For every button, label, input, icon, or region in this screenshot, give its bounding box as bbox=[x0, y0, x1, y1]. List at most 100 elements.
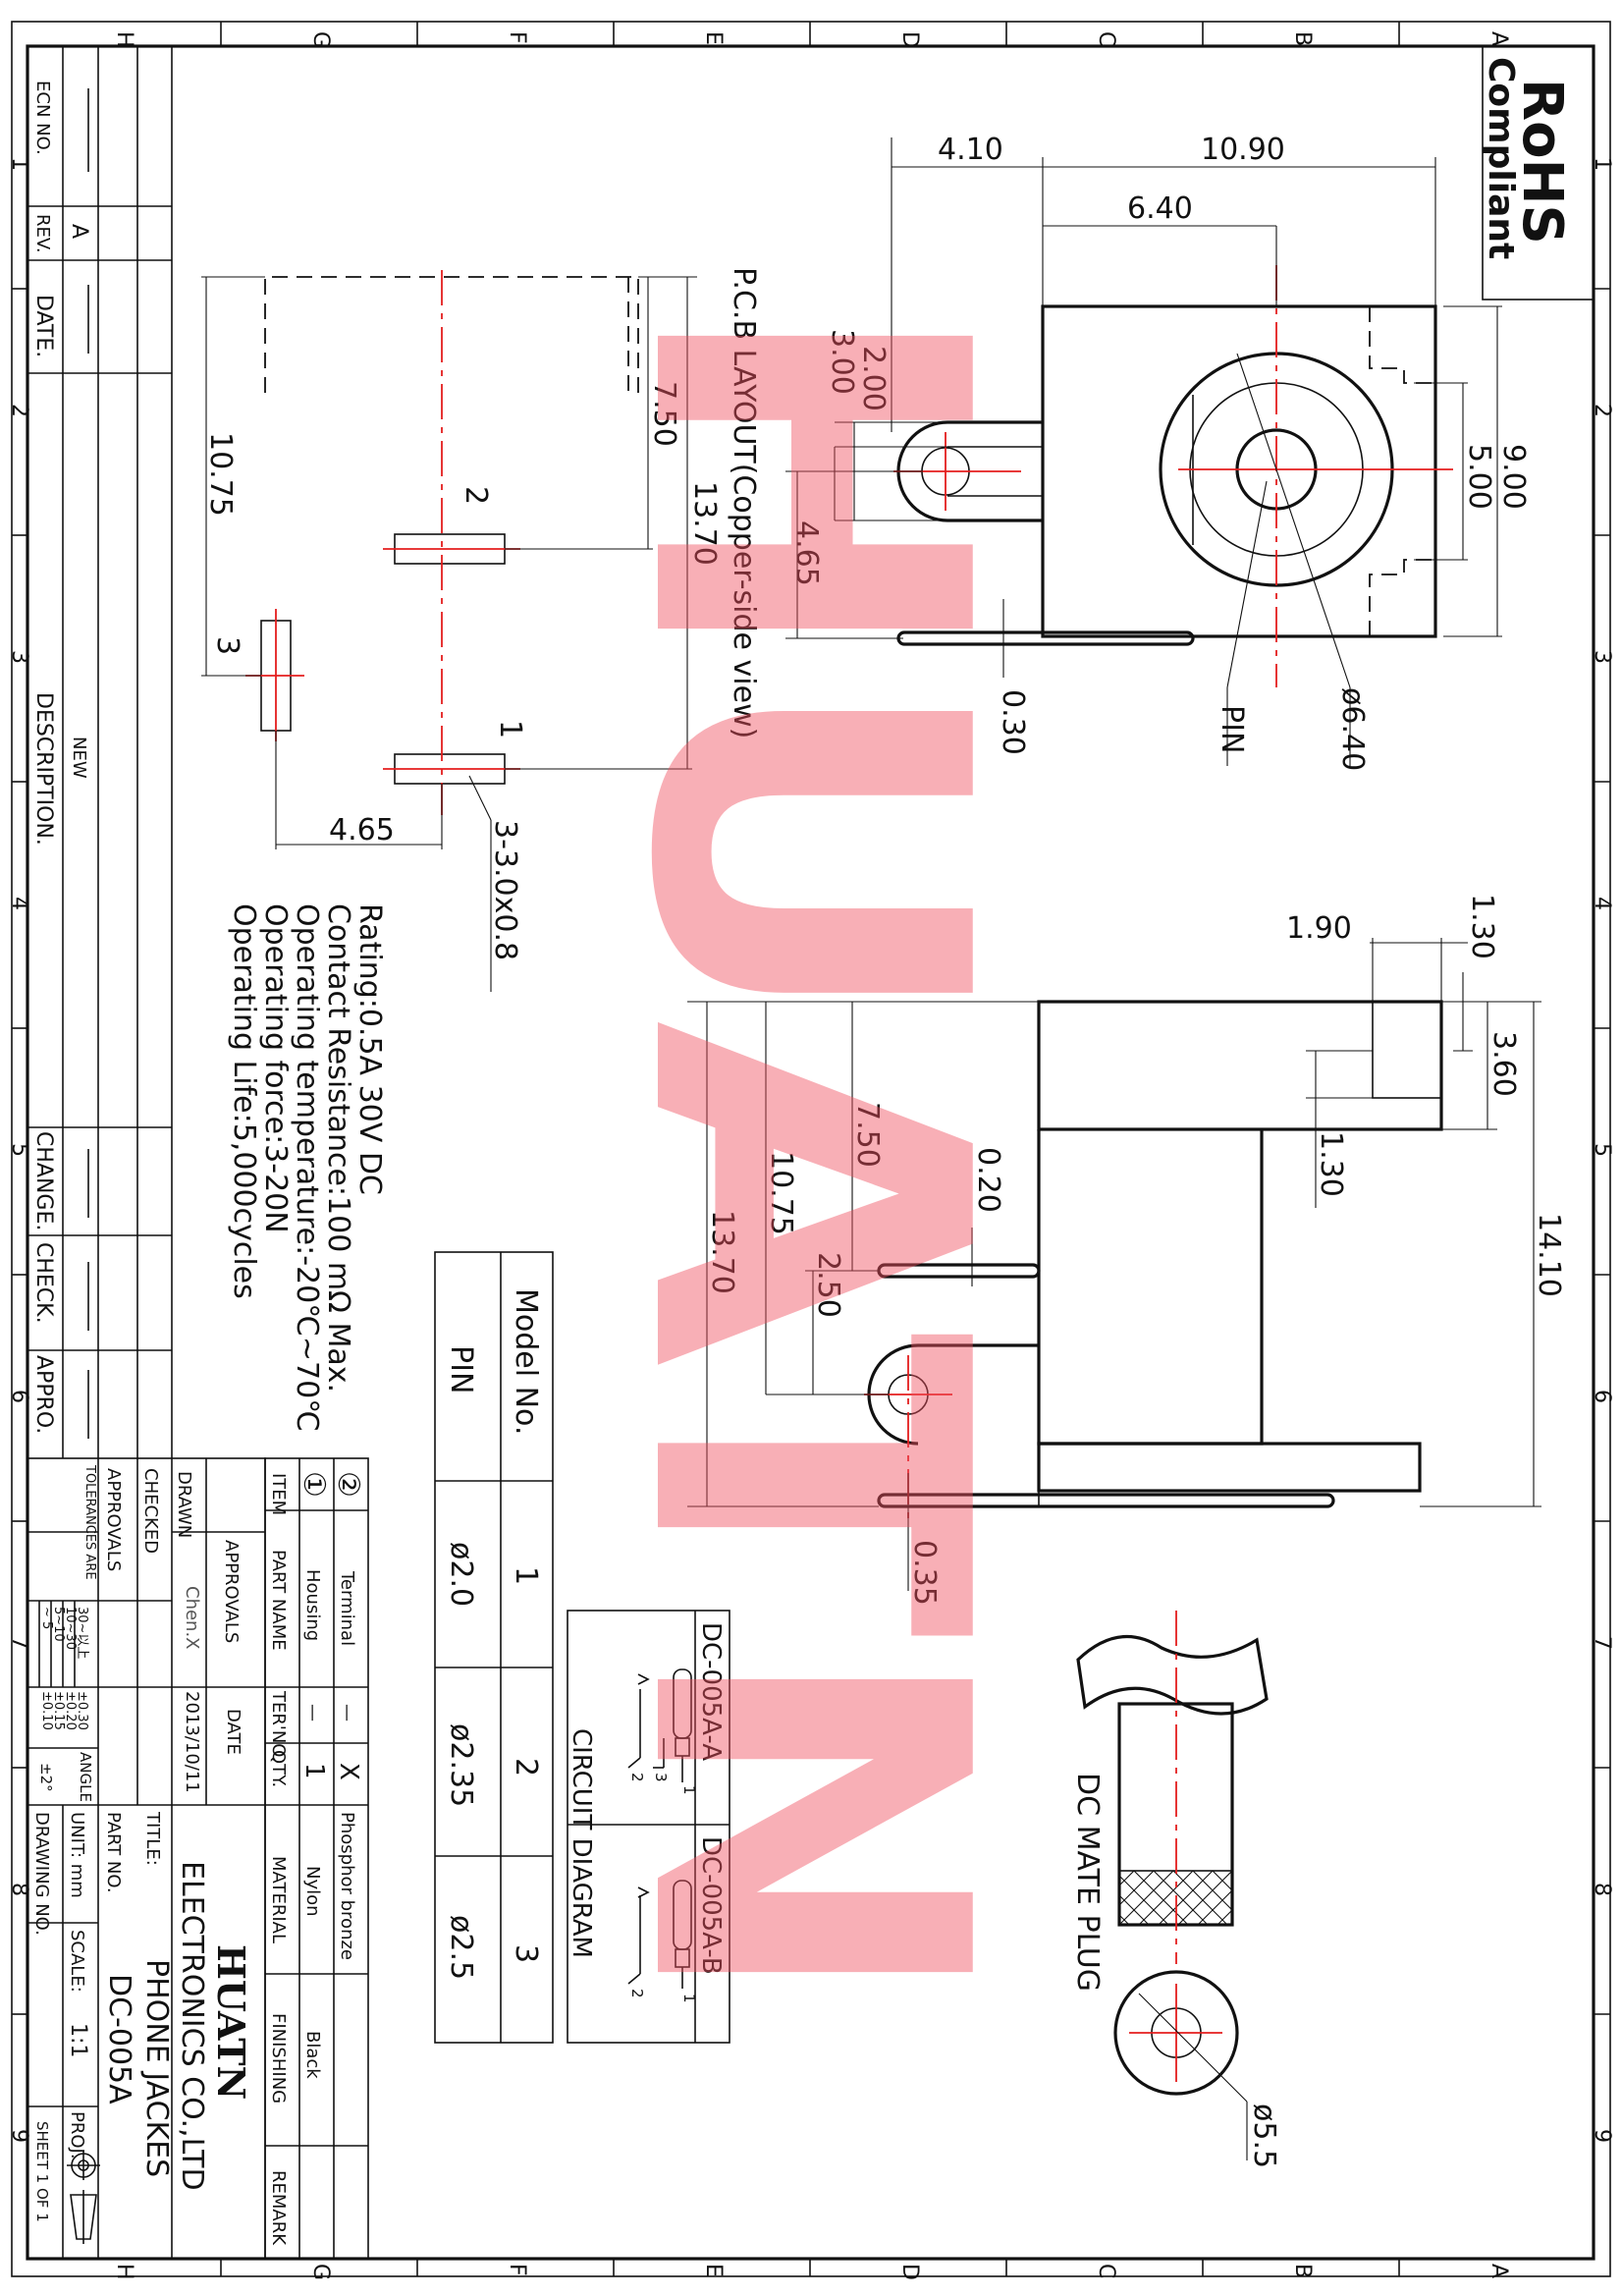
side-dim-3-60: 3.60 bbox=[1487, 1031, 1521, 1097]
zone-num-left-2: 2 bbox=[7, 404, 31, 417]
model-pin-2: ø2.35 bbox=[444, 1723, 478, 1807]
circuit-b-pin-2: 2 bbox=[628, 1989, 646, 1998]
row-ticks bbox=[12, 288, 1610, 2015]
side-dim-1-30-top: 1.30 bbox=[1465, 894, 1499, 959]
zone-num-right-8: 8 bbox=[1590, 1883, 1614, 1896]
zone-label-top-c: C bbox=[1094, 31, 1118, 46]
zone-num-right-1: 1 bbox=[1590, 157, 1614, 171]
top-view bbox=[785, 137, 1502, 766]
tb-approvals-label: APPROVALS bbox=[221, 1540, 242, 1643]
mate-plug-title: DC MATE PLUG bbox=[1070, 1773, 1105, 1992]
tb-sheet: SHEET 1 OF 1 bbox=[33, 2121, 51, 2222]
zone-num-right-4: 4 bbox=[1590, 897, 1614, 910]
tb-title-label: TITLE: bbox=[142, 1811, 163, 1866]
tb-tol-value-4: ±0.10 bbox=[39, 1691, 54, 1730]
bom-header-item: ITEM bbox=[268, 1473, 289, 1515]
bom-header-ter-no: TER'NO. bbox=[268, 1690, 289, 1762]
side-dim-1-90: 1.90 bbox=[1286, 911, 1352, 946]
zone-num-right-5: 5 bbox=[1590, 1143, 1614, 1157]
dim-top-9-00: 9.00 bbox=[1496, 444, 1531, 510]
rev-rev-label: REV. bbox=[32, 214, 53, 253]
mate-plug-diameter: ø5.5 bbox=[1247, 2104, 1281, 2168]
model-pin-1: ø2.0 bbox=[444, 1542, 478, 1607]
zone-label-bottom-b: B bbox=[1290, 2264, 1315, 2278]
pcb-pin-label-3: 3 bbox=[210, 636, 244, 655]
zone-num-right-2: 2 bbox=[1590, 404, 1614, 417]
dim-top-10-90: 10.90 bbox=[1201, 133, 1285, 167]
zone-label-bottom-a: A bbox=[1487, 2264, 1511, 2278]
zone-label-bottom-g: G bbox=[308, 2264, 333, 2280]
tb-scale: 1:1 bbox=[66, 2023, 90, 2057]
zone-label-top-f: F bbox=[505, 31, 529, 44]
zone-num-left-4: 4 bbox=[7, 897, 31, 910]
pcb-slot-callout: 3-3.0x0.8 bbox=[488, 820, 522, 960]
dim-top-5-00: 5.00 bbox=[1462, 444, 1496, 510]
bom-row-2-material: Phosphor bronze bbox=[337, 1812, 357, 1960]
tb-date-label: DATE bbox=[223, 1709, 243, 1755]
zone-label-bottom-f: F bbox=[505, 2264, 529, 2276]
callout-pin: PIN bbox=[1215, 705, 1249, 753]
dim-top-6-40: 6.40 bbox=[1127, 191, 1193, 226]
tb-tol-range-1: 30~以上 bbox=[75, 1607, 89, 1659]
circuit-b-pin-1: 1 bbox=[680, 1994, 698, 2003]
tb-drawn-date: 2013/10/11 bbox=[182, 1691, 202, 1793]
bom-row-1-qty: 1 bbox=[299, 1763, 329, 1779]
rev-date-label: DATE. bbox=[31, 295, 56, 357]
tb-angle: ±2° bbox=[37, 1763, 55, 1792]
rev-rev-value: A bbox=[67, 224, 91, 239]
spec-operating-life: Operating Life:5,000cycles bbox=[227, 903, 261, 1299]
tb-checked-label: CHECKED bbox=[140, 1468, 161, 1554]
column-ticks bbox=[220, 22, 1400, 2276]
mate-plug bbox=[1076, 1611, 1269, 2160]
pcb-dim-10-75: 10.75 bbox=[203, 432, 238, 517]
zone-label-top-e: E bbox=[701, 31, 726, 45]
dim-top-0-30: 0.30 bbox=[996, 689, 1030, 755]
tb-tolerances-label: TOLERANCES ARE bbox=[82, 1464, 97, 1580]
tb-title: PHONE JACKES bbox=[139, 1959, 174, 2177]
zone-label-bottom-c: C bbox=[1094, 2264, 1118, 2278]
tb-approvals-left: APPROVALS bbox=[103, 1468, 124, 1571]
rev-description-label: DESCRIPTION. bbox=[31, 692, 56, 846]
spec-operating-force: Operating force:3-20N bbox=[258, 903, 293, 1233]
side-dim-0-20: 0.20 bbox=[971, 1147, 1005, 1213]
dim-top-4-10: 4.10 bbox=[938, 133, 1003, 167]
tb-drawing-no-label: DRAWING NO. bbox=[31, 1812, 52, 1936]
tb-company-logo: HUATN bbox=[209, 1944, 253, 2100]
bom-row-2-item: ② bbox=[331, 1471, 365, 1498]
model-row-label-pin: PIN bbox=[444, 1345, 478, 1394]
side-dim-0-35: 0.35 bbox=[907, 1540, 942, 1606]
tb-scale-label: SCALE: bbox=[67, 1930, 87, 1993]
rev-ecn-label: ECN NO. bbox=[32, 81, 53, 155]
tb-drawn-label: DRAWN bbox=[174, 1471, 194, 1538]
side-dim-1-30: 1.30 bbox=[1314, 1131, 1348, 1197]
pcb-pin-label-2: 2 bbox=[459, 486, 493, 505]
circuit-label-a: DC-005A-A bbox=[696, 1622, 726, 1761]
side-dim-13-70: 13.70 bbox=[705, 1210, 739, 1294]
pcb-dim-13-70: 13.70 bbox=[687, 481, 722, 566]
tb-company-name: ELECTRONICS CO.,LTD bbox=[175, 1861, 209, 2191]
revision-strip bbox=[27, 46, 173, 1458]
zone-num-right-9: 9 bbox=[1590, 2129, 1614, 2143]
bom-header-finishing: FINISHING bbox=[268, 2013, 289, 2104]
circuit-a-pin-3: 3 bbox=[652, 1773, 670, 1782]
rohs-title: RoHS bbox=[1510, 79, 1574, 245]
outer-border bbox=[11, 21, 1611, 2277]
zone-num-right-3: 3 bbox=[1590, 650, 1614, 664]
bom-row-2-qty: X bbox=[334, 1763, 363, 1780]
pcb-dim-7-50: 7.50 bbox=[647, 381, 681, 447]
model-col-3: 3 bbox=[509, 1944, 543, 1963]
circuit-diagram-title: CIRCUIT DIAGRAM bbox=[567, 1728, 596, 1958]
circuit-a-pin-2: 2 bbox=[628, 1773, 646, 1782]
zone-num-left-6: 6 bbox=[7, 1390, 31, 1403]
zone-label-top-a: A bbox=[1487, 31, 1511, 46]
tb-angle-label: ANGLE bbox=[77, 1752, 94, 1802]
circuit-label-b: DC-005A-B bbox=[696, 1836, 726, 1975]
zone-label-bottom-d: D bbox=[897, 2264, 922, 2280]
side-dim-2-50: 2.50 bbox=[811, 1252, 845, 1318]
tb-tol-range-2: 10~30 bbox=[63, 1607, 78, 1650]
tb-part-no: DC-005A bbox=[102, 1974, 136, 2105]
zone-num-left-7: 7 bbox=[7, 1636, 31, 1650]
zone-num-left-1: 1 bbox=[7, 157, 31, 171]
circuit-diagram bbox=[567, 1610, 730, 2044]
